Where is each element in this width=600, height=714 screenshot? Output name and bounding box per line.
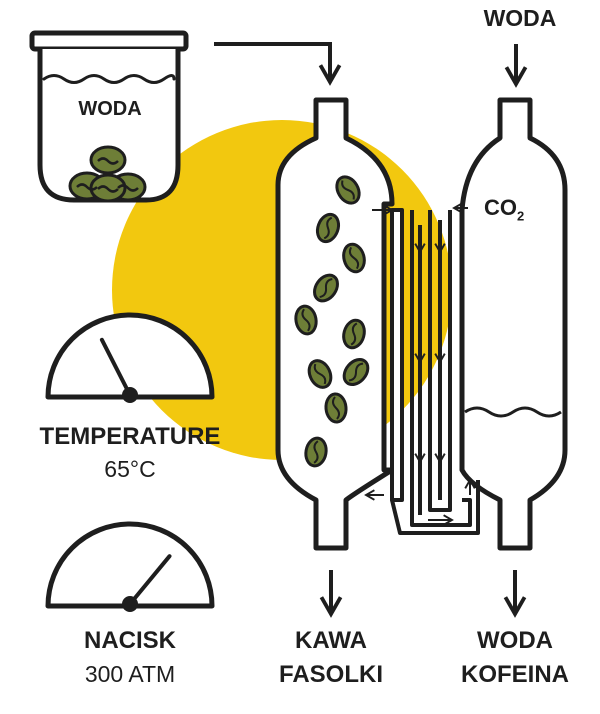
output-coffee-label-line1: KAWA	[295, 627, 367, 654]
column-beans	[294, 175, 370, 468]
right-absorption-column	[459, 97, 568, 551]
arrow-beaker-to-column	[214, 42, 342, 86]
flow-arrows	[364, 202, 476, 526]
left-extraction-column	[275, 97, 395, 551]
co2-main-text: CO	[484, 195, 517, 220]
pressure-value: 300 ATM	[84, 661, 176, 687]
beaker-water-label: WODA	[78, 98, 142, 120]
co2-subscript: 2	[517, 208, 525, 224]
temperature-gauge-needle	[99, 337, 132, 397]
connecting-tubes	[390, 208, 480, 535]
temperature-value: 65°C	[104, 456, 156, 482]
temperature-title: TEMPERATURE	[39, 423, 221, 450]
output-caffeine-label-line1: WODA	[477, 627, 553, 654]
output-coffee-label-line2: FASOLKI	[278, 661, 383, 688]
beaker-beans	[68, 145, 147, 203]
beaker-icon	[29, 30, 189, 203]
temperature-gauge-icon	[45, 312, 215, 403]
output-caffeine-label-line2: KOFEINA	[461, 661, 569, 688]
right-column-water-line	[464, 406, 562, 418]
pressure-title: NACISK	[83, 627, 176, 654]
pressure-gauge-needle	[128, 554, 172, 606]
co2-label: CO2	[484, 195, 554, 224]
water-input-label: WODA	[483, 5, 557, 31]
pressure-gauge-icon	[45, 521, 215, 612]
